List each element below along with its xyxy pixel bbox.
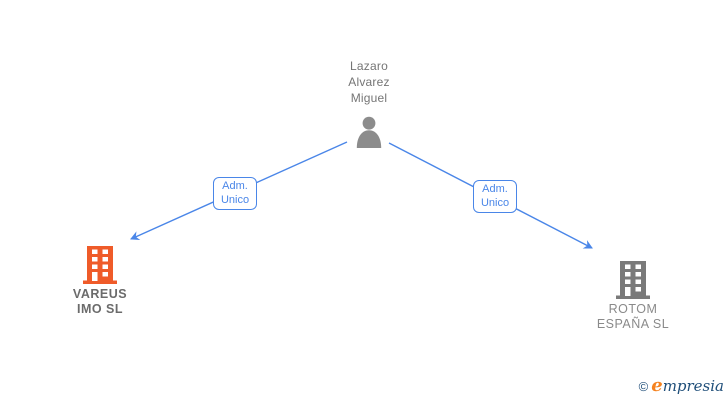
person-name-line: Alvarez [348,75,390,89]
edge-label-adm-unico-right: Adm. Unico [473,180,517,213]
building-icon-gray [616,261,650,299]
person-name-line: Lazaro [350,59,388,73]
company-name-rotom: ROTOM ESPAÑA SL [573,302,693,332]
company-name-line: ESPAÑA SL [596,317,670,331]
edge-label-adm-unico-left: Adm. Unico [213,177,257,210]
building-icon-orange [83,246,117,284]
edge-label-line: Adm. [222,180,248,192]
company-name-vareus: VAREUS IMO SL [40,287,160,317]
person-name: Lazaro Alvarez Miguel [309,58,429,106]
brand-name: mpresia [662,377,724,395]
edge-label-line: Adm. [482,183,508,195]
empresia-logo[interactable]: ©empresia [639,375,724,396]
brand-accent-letter: e [651,375,663,396]
edge-label-line: Unico [220,194,250,206]
node-company-vareus[interactable]: VAREUS IMO SL [40,246,160,317]
company-name-line: ROTOM [608,302,658,316]
copyright-icon: © [638,379,649,394]
company-name-line: VAREUS [72,287,128,301]
node-company-rotom[interactable]: ROTOM ESPAÑA SL [573,261,693,332]
person-icon [356,116,382,148]
company-name-line: IMO SL [76,302,124,316]
person-name-line: Miguel [350,91,388,105]
node-person[interactable]: Lazaro Alvarez Miguel [309,58,429,149]
edge-label-line: Unico [480,197,510,209]
